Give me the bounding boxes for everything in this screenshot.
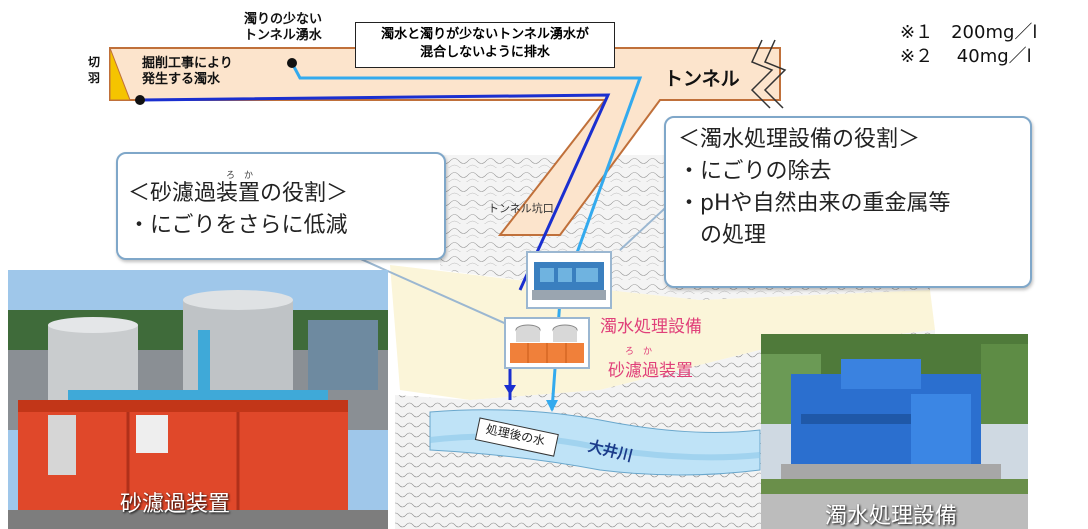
note-1: ※１ 200mg／l <box>900 22 1038 43</box>
callout-left-bullet-1: ・にごりをさらに低減 <box>128 213 348 238</box>
clear-source-label: 濁りの少ない トンネル湧水 <box>244 12 323 43</box>
callout-right-bullet-1: ・にごりの除去 <box>678 159 832 184</box>
facility-map-label: 濁水処理設備 <box>600 317 702 337</box>
portal-label: トンネル坑口 <box>488 202 554 215</box>
turbid-facility-photo-image <box>761 334 1028 529</box>
sand-filter-photo-caption: 砂濾過装置 <box>120 492 231 517</box>
turbid-facility-photo-caption: 濁水処理設備 <box>825 504 958 529</box>
callout-right-bullet-2: ・pHや自然由来の重金属等 <box>678 191 951 216</box>
sand-filter-photo: 砂濾過装置 <box>8 270 388 529</box>
turbid-water-facility-icon <box>526 251 612 309</box>
callout-ruby: ろ か <box>226 171 254 181</box>
sand-filter-photo-image <box>8 270 388 529</box>
callout-left-title: ＜砂濾過装置の役割＞ <box>128 181 349 206</box>
note-2: ※２ 40mg／l <box>900 46 1032 67</box>
sand-filter-map-ruby: ろ か <box>625 347 653 357</box>
tunnel-break-mark <box>750 39 774 109</box>
tunnel-label: トンネル <box>664 68 740 90</box>
turbid-facility-photo: 濁水処理設備 <box>761 334 1028 529</box>
callout-right-title: ＜濁水処理設備の役割＞ <box>678 127 921 152</box>
turbid-facility-role-callout: ＜濁水処理設備の役割＞ ・にごりの除去 ・pHや自然由来の重金属等 の処理 <box>664 116 1032 288</box>
sand-filter-role-callout: ろ か ＜砂濾過装置の役割＞ ・にごりをさらに低減 <box>116 152 446 260</box>
tunnel-face <box>109 47 131 101</box>
sand-filter-map-label: 砂濾過装置 <box>608 361 693 381</box>
sand-filter-icon <box>504 317 590 369</box>
clear-source-dot <box>287 58 297 68</box>
mix-note-box: 濁水と濁りが少ないトンネル湧水が 混合しないように排水 <box>355 22 615 68</box>
face-label: 切羽 <box>88 55 101 85</box>
mix-note-text: 濁水と濁りが少ないトンネル湧水が 混合しないように排水 <box>381 27 589 60</box>
muddy-source-label: 掘削工事により 発生する濁水 <box>142 56 233 87</box>
muddy-source-dot <box>135 95 145 105</box>
callout-right-bullet-3: の処理 <box>678 223 767 248</box>
